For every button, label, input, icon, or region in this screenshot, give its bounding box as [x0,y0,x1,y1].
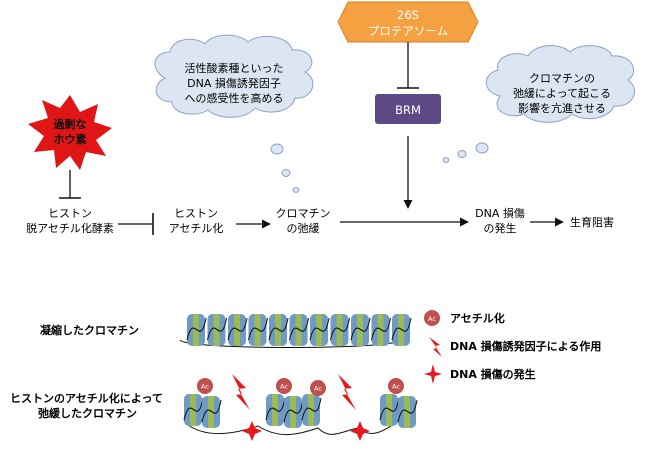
nucleosome [379,394,400,426]
excess-boron-star [28,95,112,170]
dna-damage-label-2: の発生 [484,221,517,235]
boron-label-2: ホウ素 [54,132,87,146]
relaxed-chromatin-label-1: ヒストンのアセチル化によって [10,391,163,405]
nucleosome [283,396,304,428]
acetyl-ac-icon: Ac [276,378,292,394]
nucleosome [309,314,330,346]
relaxed-chromatin: Ac Ac Ac Ac [183,374,418,441]
nucleosome [397,396,418,428]
legend: Ac アセチル化 DNA 損傷誘発因子による作用 DNA 損傷の発生 [424,310,601,384]
svg-text:Ac: Ac [392,383,400,391]
cloud-left-line-3: への感受性を高める [185,91,284,105]
nucleosome [248,314,268,346]
cloud-right-line-1: クロマチンの [529,72,595,85]
condensed-chromatin [179,314,412,348]
legend-inducer: DNA 損傷誘発因子による作用 [450,339,601,353]
damage-star-icon [350,421,370,441]
acetyl-ac-icon: Ac [197,378,213,394]
proteasome-label-1: 26S [397,8,419,22]
growth-inhibition-label: 生育阻害 [570,215,614,229]
cloud-left [154,34,314,193]
acetylation-label-1: ヒストン [174,207,218,220]
nucleosome [227,314,248,346]
nucleosome [289,314,309,346]
cloud-left-line-1: 活性酸素種といった [185,61,284,75]
nucleosome [301,394,322,426]
proteasome-label-2: プロテアソーム [368,24,448,38]
nucleosome [350,314,371,346]
svg-text:Ac: Ac [201,383,209,391]
cloud-right-line-3: 影響を亢進させる [518,101,606,115]
nucleosome [201,396,222,428]
cloud-right [442,45,635,163]
lightning-bolt-icon [429,337,442,357]
damage-star-icon [242,421,262,441]
boron-label-1: 過剰な [53,117,87,131]
nucleosome [207,314,227,346]
acetyl-ac-icon [424,310,440,326]
svg-text:Ac: Ac [314,385,322,393]
nucleosome [268,314,289,346]
lightning-bolt-icon [338,374,356,410]
dna-damage-label-1: DNA 損傷 [475,206,525,220]
cloud-left-line-2: DNA 損傷誘発因子 [187,76,281,90]
lightning-bolt-icon [232,374,250,410]
damage-star-icon [424,364,442,384]
relaxation-label-2: の弛緩 [287,221,320,235]
svg-text:Ac: Ac [280,383,288,391]
nucleosome [391,314,412,346]
proteasome-box [337,1,479,43]
hdac-label-1: ヒストン [48,207,92,220]
nucleosome [265,394,286,426]
nucleosome [183,394,204,426]
acetyl-ac-icon: Ac [310,380,326,396]
nucleosome [186,314,207,346]
condensed-chromatin-label: 凝縮したクロマチン [40,323,139,337]
relaxed-chromatin-label-2: 弛緩したクロマチン [38,406,137,420]
legend-acetylation: アセチル化 [450,311,505,325]
acetylation-label-2: アセチル化 [169,221,224,235]
brm-box [375,94,441,124]
nucleosome [371,314,391,346]
legend-damage: DNA 損傷の発生 [450,367,536,381]
relaxation-label-1: クロマチン [276,207,331,220]
brm-label: BRM [395,103,421,117]
hdac-label-2: 脱アセチル化酵素 [26,221,114,235]
cloud-right-line-2: 弛緩によって起こる [513,86,611,100]
legend-ac-tag: Ac [428,315,436,323]
acetyl-ac-icon: Ac [388,378,404,394]
nucleosome [330,314,350,346]
